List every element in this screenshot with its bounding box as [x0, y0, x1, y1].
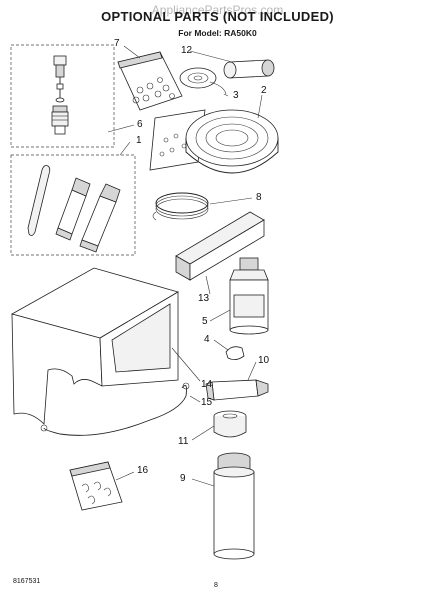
page-title: OPTIONAL PARTS (NOT INCLUDED)	[101, 9, 334, 24]
part-16-clip-bag[interactable]	[69, 461, 123, 511]
part-3-foam-tape[interactable]	[179, 67, 227, 95]
part-1-tube-kit[interactable]	[10, 154, 136, 256]
part-7-hardware-bag[interactable]	[117, 51, 183, 111]
part-15-cord[interactable]	[40, 382, 190, 436]
part-5-bottle[interactable]	[229, 257, 269, 335]
callout-8: 8	[256, 192, 262, 203]
leader-lines	[107, 45, 263, 487]
document-number: 8167531	[13, 578, 41, 585]
part-9-spray-can[interactable]	[213, 452, 255, 560]
part-8-wire-coil[interactable]	[152, 192, 209, 221]
part-4-cap[interactable]	[225, 346, 245, 360]
callout-6: 6	[137, 119, 143, 130]
callout-4: 4	[204, 334, 210, 345]
part-10-small-tube[interactable]	[205, 379, 269, 401]
callout-3: 3	[233, 90, 239, 101]
callout-16: 16	[137, 465, 149, 476]
callout-5: 5	[202, 316, 208, 327]
callout-12: 12	[181, 45, 193, 56]
watermark: AppliancePartsPros.com	[151, 3, 284, 17]
callout-15: 15	[201, 397, 213, 408]
callout-1: 1	[136, 135, 142, 146]
part-2-seal-roll[interactable]	[149, 109, 279, 174]
callout-10: 10	[258, 355, 270, 366]
callout-11: 11	[178, 436, 189, 447]
callout-7: 7	[114, 38, 120, 49]
part-6-valve-assembly[interactable]	[10, 44, 115, 148]
model-subtitle: For Model: RA50K0	[178, 28, 257, 38]
part-13-foam-block[interactable]	[175, 211, 265, 281]
callout-13: 13	[198, 293, 210, 304]
callout-2: 2	[261, 85, 267, 96]
part-12-tape-roll[interactable]	[223, 59, 275, 79]
callout-14: 14	[201, 379, 213, 390]
page-number: 8	[214, 582, 218, 589]
part-11-spacer[interactable]	[213, 410, 247, 438]
part-14-cover[interactable]	[10, 267, 180, 425]
callout-9: 9	[180, 473, 186, 484]
